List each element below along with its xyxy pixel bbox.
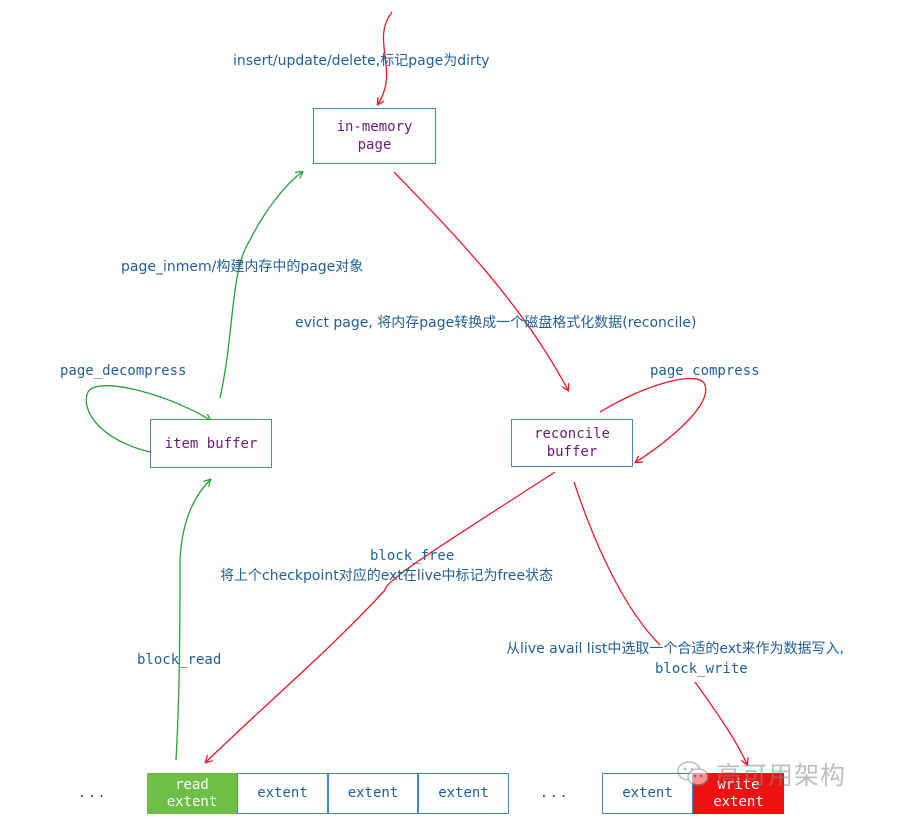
label-block-write-desc: 从live avail list中选取一个合适的ext来作为数据写入, <box>506 641 844 657</box>
edge-block-read <box>175 480 210 761</box>
extent-ellipsis-middle: ... <box>540 786 570 801</box>
edge-page-compress-loop <box>599 378 707 462</box>
label-page-compress: page compress <box>650 363 760 379</box>
watermark: 高可用架构 <box>676 756 846 792</box>
edge-block-write <box>573 481 747 764</box>
node-in-memory-page: in-memory page <box>313 108 436 164</box>
node-reconcile-buffer: reconcile buffer <box>511 419 633 467</box>
read-extent: read extent <box>147 773 237 814</box>
edge-page-inmem <box>219 172 302 399</box>
extent-ellipsis-left: ... <box>78 786 108 801</box>
wechat-icon <box>677 761 709 786</box>
label-evict-page: evict page, 将内存page转换成一个磁盘格式化数据(reconcil… <box>295 315 697 331</box>
extent-box: extent <box>328 773 418 814</box>
edge-evict-page <box>393 171 568 390</box>
node-item-buffer: item buffer <box>150 419 272 468</box>
edge-page-decompress-loop <box>85 385 210 453</box>
label-block-free-desc: 将上个checkpoint对应的ext在live中标记为free状态 <box>220 568 554 584</box>
extent-box: extent <box>602 773 693 814</box>
label-insert-update-delete: insert/update/delete,标记page为dirty <box>233 53 490 69</box>
label-page-decompress: page_decompress <box>60 363 187 379</box>
label-page-inmem: page_inmem/构建内存中的page对象 <box>121 259 364 275</box>
write-extent: write extent <box>693 773 784 814</box>
watermark-text: 高可用架构 <box>716 761 847 790</box>
label-block-free: block_free <box>370 548 455 564</box>
edge-block-free <box>206 471 556 762</box>
label-block-write: block_write <box>655 661 748 677</box>
extent-box: extent <box>418 773 509 814</box>
label-block-read: block_read <box>137 652 222 668</box>
extent-box: extent <box>237 773 328 814</box>
edge-insert-update-delete <box>378 11 393 104</box>
